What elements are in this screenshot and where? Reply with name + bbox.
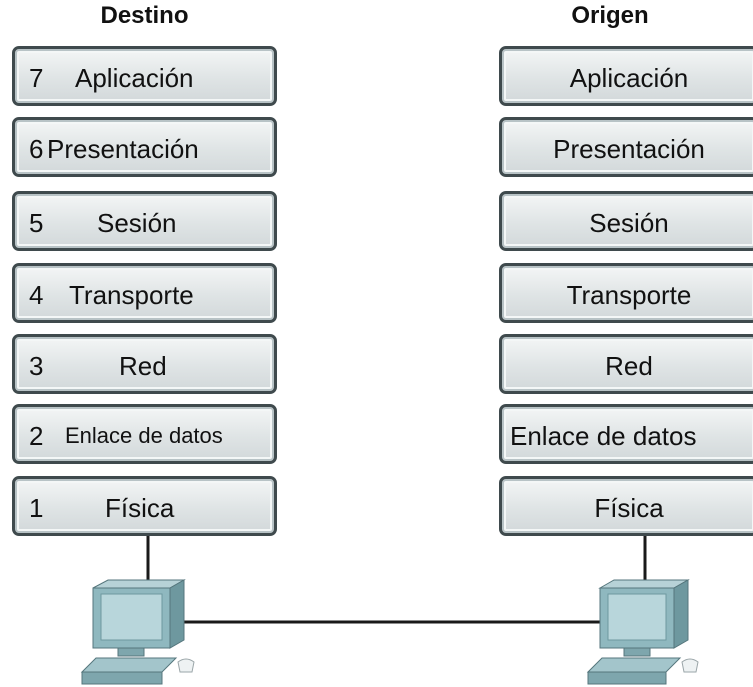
origin-heading: Origen <box>571 2 649 29</box>
destination-layer-7: 7 Aplicación <box>12 46 277 106</box>
origin-layer-data-link: Enlace de datos <box>499 404 753 464</box>
layer-label: Transporte <box>566 280 692 310</box>
origin-layer-physical: Física <box>499 476 753 536</box>
layer-label: Física <box>594 493 664 523</box>
layer-number: 1 <box>29 493 44 523</box>
layer-label: Red <box>119 351 167 381</box>
origin-layer-presentation: Presentación <box>499 117 753 177</box>
layer-number: 4 <box>29 280 44 310</box>
destination-layer-6: 6 Presentación <box>12 117 277 177</box>
layer-label: Transporte <box>69 280 194 310</box>
origin-layer-network: Red <box>499 334 753 394</box>
layer-label: Sesión <box>97 208 177 238</box>
layer-number: 3 <box>29 351 44 381</box>
layer-label: Sesión <box>589 208 669 238</box>
layer-label: Enlace de datos <box>65 423 223 448</box>
computer-icon <box>586 579 699 685</box>
layer-label: Presentación <box>553 134 705 164</box>
origin-layer-application: Aplicación <box>499 46 753 106</box>
destination-layer-3: 3 Red <box>12 334 277 394</box>
layer-label: Enlace de datos <box>510 421 697 451</box>
origin-layer-transport: Transporte <box>499 263 753 323</box>
destination-layer-4: 4 Transporte <box>12 263 277 323</box>
layer-number: 7 <box>29 63 44 93</box>
layer-number: 6 <box>29 134 44 164</box>
destination-layer-5: 5 Sesión <box>12 191 277 251</box>
layer-label: Aplicación <box>75 63 194 93</box>
layer-label: Red <box>605 351 653 381</box>
layer-label: Aplicación <box>569 63 689 93</box>
destination-layer-2: 2 Enlace de datos <box>12 404 277 464</box>
computer-icon <box>80 579 195 685</box>
layer-label: Presentación <box>47 134 199 164</box>
layer-number: 5 <box>29 208 44 238</box>
origin-layer-session: Sesión <box>499 191 753 251</box>
destination-layer-1: 1 Física <box>12 476 277 536</box>
layer-number: 2 <box>29 421 44 451</box>
layer-label: Física <box>105 493 175 523</box>
destination-heading: Destino <box>100 2 189 29</box>
